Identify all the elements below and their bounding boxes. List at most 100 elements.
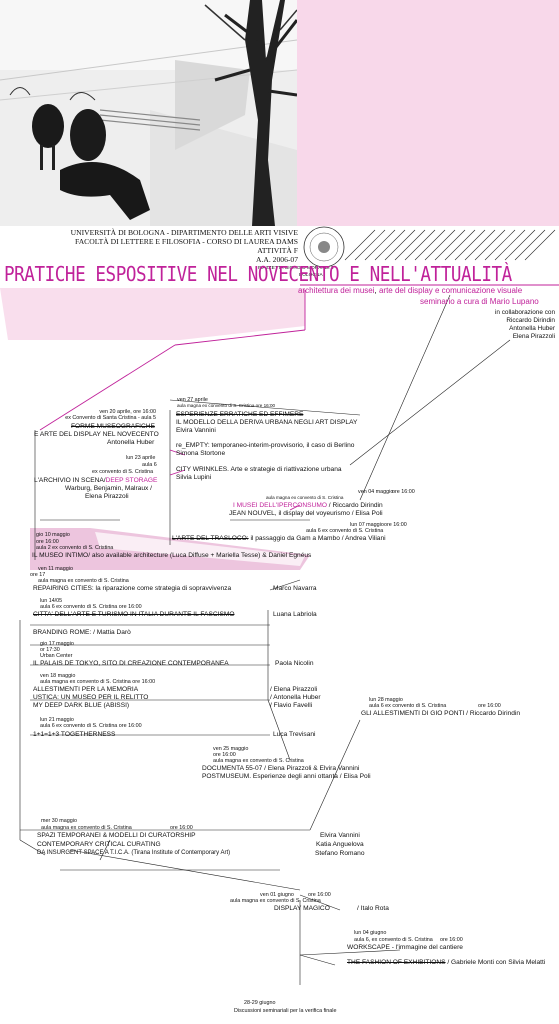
e16-time: ore 16:00 [440,937,463,943]
e6-time: ore 16:00 [36,539,59,545]
e14-speaker-3: Stefano Romano [315,850,365,857]
e6-title: IL MUSEO INTIMO/ also available architec… [32,552,311,560]
e8-date: lun 14/05 [40,598,63,604]
e15-place: aula magna ex convento di S. Cristina [230,898,321,904]
e6-title-b: / also available architecture (Luca Diff… [88,552,312,559]
e16-speaker: / Gabriele Monti con Silvia Melatti [445,959,546,966]
university-block: UNIVERSITÀ DI BOLOGNA - DIPARTIMENTO DEL… [48,228,298,264]
e6-place: aula 2 ex convento di S. Cristina [36,545,114,551]
subtitle-part-2: dei musei [340,286,375,295]
e5-title-a: L'ARTE DEL TRASLOCO: [172,535,249,542]
university-line-2: FACOLTÀ DI LETTERE E FILOSOFIA - CORSO D… [75,237,298,246]
e3-speaker-2: Simona Stortone [176,450,226,457]
e2-title-b: DEEP STORAGE [105,477,158,484]
place-line-1: PIAZZETTA GIORGIO MORANDI 2 [258,266,334,271]
e11-date: lun 21 maggio [40,717,74,723]
e17-date: 28-29 giugno [244,1000,276,1006]
e15-title: DISPLAY MAGICO [274,905,330,912]
e2-place-1: aula 6 [142,462,157,468]
e12-title-1a: DOCUMENTA 55-07 [202,765,263,772]
e14-speaker-1: Elvira Vannini [320,832,360,839]
e15-speaker: / Italo Rota [357,905,389,912]
e3-title-3: re_EMPTY: temporaneo-interim-provvisorio… [176,442,355,449]
university-line-3: ATTIVITÀ F [257,246,298,255]
e7-date: ven 11 maggio [38,566,73,572]
e8-speaker-1: Luana Labriola [273,611,317,618]
e16-title-1: WORKSCAPE - l'immagine del cantiere [347,944,463,952]
e12-place: aula magna ex convento di S. Cristina [213,758,304,764]
e14-title-1: SPAZI TEMPORANEI & MODELLI DI CURATORSHI… [37,832,196,839]
university-line-4: A.A. 2006-07 [256,255,298,264]
e2-title-a: L'ARCHIVIO IN SCENA/ [34,477,106,484]
e3-title-4: CITY WRINKLES. Arte e strategie di riatt… [176,466,342,473]
e4-time: ore 16:00 [392,489,415,495]
e3-place: aula magna ex convento di S. Cristina or… [177,403,276,408]
e10-speaker-1: / Elena Pirazzoli [270,686,318,693]
e3-date: ven 27 aprile [177,397,208,403]
e7-time: ore 17 [30,572,46,578]
e16-title-2a: THE FASHION OF EXHIBITIONS [347,959,446,966]
e8-title-2a: BRANDING ROME: [33,629,92,636]
e14-title-2: CONTEMPORARY CRITICAL CURATING [37,841,161,848]
e5-title: L'ARTE DEL TRASLOCO: il passaggio da Gam… [172,535,386,543]
e1-title-1: FORME MUSEOGRAFICHE [71,423,155,430]
e7-speaker: Marco Navarra [273,585,317,592]
subtitle-part-1: architettura [298,286,339,295]
e15-date: ven 01 giugno [260,892,294,898]
e1-title-2: E ARTE DEL DISPLAY NEL NOVECENTO [34,431,159,438]
e1-date: ven 20 aprile, ore 16:00 [99,409,156,415]
university-line-1: UNIVERSITÀ DI BOLOGNA - DIPARTIMENTO DEL… [70,228,298,237]
e8-title-2: BRANDING ROME: / Mattia Darò [33,629,131,637]
e12-title-2: POSTMUSEUM. Esperienze degli anni ottant… [202,773,371,781]
e3-title-2: IL MODELLO DELLA DERIVA URBANA NEGLI ART… [176,419,358,426]
e11-title: 1+1=1+3 TOGETHERNESS [33,731,116,738]
e4-title-1: I MUSEI DELL'IPERCONSUMO / Riccardo Diri… [233,502,383,510]
e1-speaker: Antonella Huber [107,439,155,446]
e16-title-1b: - l'immagine del cantiere [389,944,463,951]
e1-place: ex Convento di Santa Cristina - aula 5 [65,415,156,421]
e14-speaker-2: Katia Anguelova [316,841,364,848]
e16-date: lun 04 giugno [354,930,387,936]
e17-title: Discussioni seminariali per la verifica … [234,1008,337,1014]
e8-place: aula 6 ex convento di S. Cristina ore 16… [40,604,142,610]
e4-title-2: JEAN NOUVEL, il display del voyeurismo /… [229,510,383,517]
e9-place: Urban Center [40,653,73,659]
e10-date: ven 18 maggio [40,673,76,679]
e13-title: GLI ALLESTIMENTI DI GIO PONTI / Riccardo… [361,710,520,718]
e3-speaker-1: Elvira Vannini [176,427,216,434]
e12-speaker-1: / Elena Pirazzoli & Elvira Vannini [262,765,360,772]
e12-title-1: DOCUMENTA 55-07 / Elena Pirazzoli & Elvi… [202,765,359,773]
e12-date: ven 25 maggio [213,746,249,752]
e7-title-a: REPAIRING CITIES: [33,585,94,592]
e10-place: aula magna ex convento di S. Cristina or… [40,679,156,685]
e8-title-1: CITTA' DELL'ARTE E TURISMO IN ITALIA DUR… [33,611,235,618]
e13-time: ore 16:00 [478,703,501,709]
e11-speaker: Luca Trevisani [273,731,316,738]
e15-time: ore 16:00 [308,892,331,898]
e2-place-2: ex convento di S. Cristina [92,469,154,475]
collab-2: Antonella Huber [509,325,555,332]
e7-title-b: la riparazione come strategia di sopravv… [93,585,232,592]
e10-title-2: USTICA: UN MUSEO PER IL RELITTO [33,694,149,701]
e4-speaker-1: / Riccardo Dirindin [326,502,383,509]
e4-title-1a: I MUSEI DELL'IPERCONSUMO [233,502,327,509]
e12-title-2b: Esperienze degli anni ottanta / Elisa Po… [251,773,371,780]
e5-title-b: il passaggio da Gam a Mambo / Andrea Vil… [248,535,386,542]
e13-speaker: / Riccardo Dirindin [464,710,521,717]
e14-date: mer 30 maggio [41,818,77,824]
collaborators: in collaborazione con Riccardo Dirindin … [463,309,555,341]
e2-speaker: Elena Pirazzoli [85,493,129,500]
collab-3: Elena Pirazzoli [512,333,555,340]
e14-time: ore 16:00 [170,825,193,831]
e10-title-1: ALLESTIMENTI PER LA MEMORIA [33,686,139,693]
e2-subtitle: Warburg, Benjamin, Malraux / [65,485,152,492]
e10-title-3: MY DEEP DARK BLUE (ABISSI) [33,702,130,709]
e5-time: ore 16:00 [384,522,407,528]
e9-time: or 17:30 [40,647,60,653]
e16-title-1a: WORKSCAPE [347,944,390,951]
header-pink-panel [297,0,559,226]
place-line-2: BOLOGNA [299,273,323,278]
e8-speaker-2: / Mattia Darò [93,629,131,636]
e7-title: REPAIRING CITIES: la riparazione come st… [33,585,231,593]
